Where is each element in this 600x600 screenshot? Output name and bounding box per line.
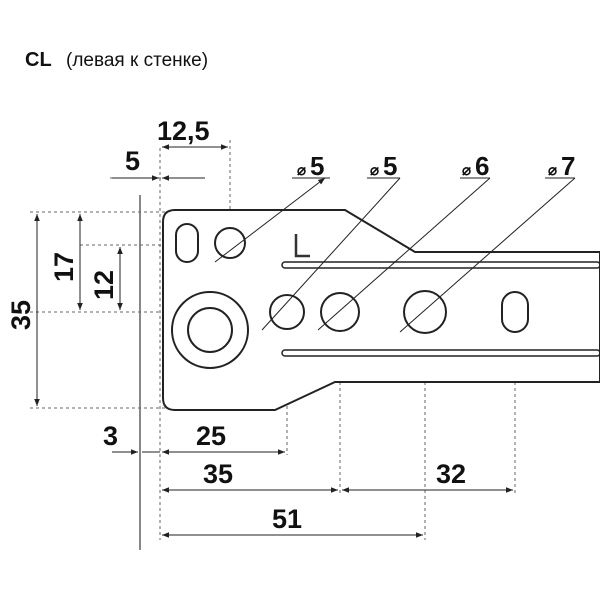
- bracket-outline: [162, 209, 600, 411]
- dimension-51: 51: [162, 504, 423, 538]
- svg-text:⌀: ⌀: [548, 162, 557, 179]
- bracket-ribs: [281, 261, 600, 357]
- part-mark-glyph: [294, 234, 310, 258]
- dimension-17: 17: [49, 214, 83, 310]
- mounting-slot-left: [175, 223, 199, 263]
- diameter-label-7: ⌀ 7: [548, 151, 575, 181]
- mounting-slot-right: [501, 291, 529, 333]
- large-hole-inner: [187, 307, 233, 353]
- svg-text:5: 5: [310, 151, 324, 181]
- svg-text:51: 51: [272, 504, 302, 534]
- dimension-35-horizontal: 35: [162, 459, 338, 493]
- diameter-leaders: [214, 177, 576, 333]
- svg-text:12: 12: [89, 270, 119, 300]
- dimension-35-vertical: 35: [6, 214, 40, 406]
- svg-text:⌀: ⌀: [462, 162, 471, 179]
- svg-text:⌀: ⌀: [370, 162, 379, 179]
- svg-text:35: 35: [203, 459, 233, 489]
- svg-text:3: 3: [103, 421, 118, 451]
- title-code: CL: [25, 49, 52, 71]
- svg-text:35: 35: [6, 300, 36, 330]
- svg-text:12,5: 12,5: [157, 116, 210, 146]
- svg-text:32: 32: [436, 459, 466, 489]
- svg-text:6: 6: [475, 151, 489, 181]
- hole-5-lower: [269, 294, 305, 330]
- svg-text:5: 5: [383, 151, 397, 181]
- diameter-label-5-b: ⌀ 5: [370, 151, 397, 181]
- hole-5-upper: [214, 227, 246, 259]
- diameter-label-5-a: ⌀ 5: [297, 151, 324, 181]
- svg-text:⌀: ⌀: [297, 162, 306, 179]
- hole-6: [403, 290, 447, 334]
- title-description: (левая к стенке): [66, 50, 208, 71]
- dimension-3: 3: [103, 421, 160, 455]
- svg-text:7: 7: [561, 151, 575, 181]
- dimension-32: 32: [342, 459, 513, 493]
- dimension-12-5: 12,5: [157, 116, 228, 150]
- svg-text:5: 5: [125, 146, 140, 176]
- dimension-5-horizontal: 5: [112, 146, 205, 181]
- dimension-12: 12: [89, 247, 123, 310]
- dimension-25: 25: [162, 421, 285, 455]
- svg-text:17: 17: [49, 252, 79, 282]
- svg-text:25: 25: [196, 421, 226, 451]
- diameter-label-6: ⌀ 6: [462, 151, 489, 181]
